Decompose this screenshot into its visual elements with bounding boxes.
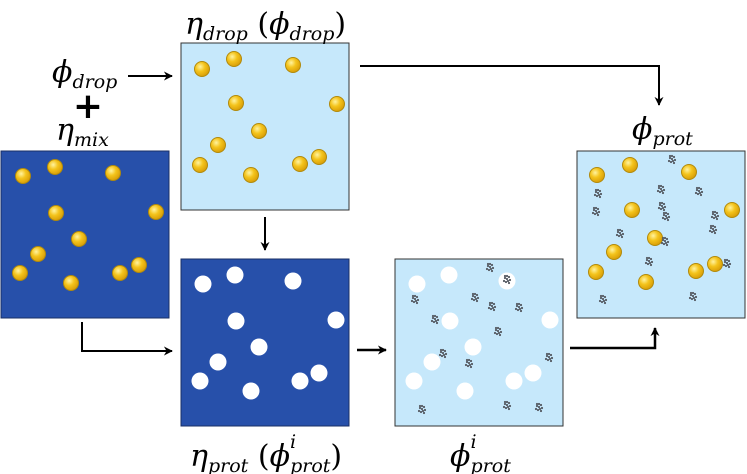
droplet-sphere (606, 244, 622, 260)
label-phi-prot: ϕprot (632, 112, 693, 150)
arrow-phi-prot-i-to-phi-prot (570, 327, 660, 350)
droplet-sphere (285, 57, 301, 73)
droplet-sphere (48, 205, 64, 221)
droplet-sphere (112, 265, 128, 281)
label-eta-mix: ηmix (56, 113, 109, 151)
protein-cluster (470, 292, 480, 303)
empty-void (310, 364, 328, 382)
empty-void (441, 312, 459, 330)
protein-cluster (661, 211, 671, 222)
droplet-sphere (30, 246, 46, 262)
droplet-sphere (724, 202, 740, 218)
protein-cluster (660, 236, 670, 247)
protein-cluster (485, 262, 495, 273)
arrow-eta-mix-to-eta-prot (81, 322, 173, 356)
droplet-sphere (192, 157, 208, 173)
empty-void (505, 372, 523, 390)
protein-cluster (644, 256, 654, 267)
protein-cluster (464, 358, 474, 369)
empty-void (226, 266, 244, 284)
droplet-sphere (329, 96, 345, 112)
protein-cluster (430, 314, 440, 325)
droplet-sphere (251, 123, 267, 139)
protein-cluster (487, 301, 497, 312)
protein-cluster (514, 302, 524, 313)
empty-void (250, 338, 268, 356)
protein-cluster (657, 201, 667, 212)
protein-cluster (722, 258, 732, 269)
empty-void (464, 338, 482, 356)
protein-cluster (656, 184, 666, 195)
droplet-sphere (228, 95, 244, 111)
protein-cluster (593, 188, 603, 199)
protein-cluster (502, 274, 512, 285)
droplet-sphere (311, 149, 327, 165)
droplet-sphere (226, 51, 242, 67)
droplet-sphere (647, 230, 663, 246)
empty-void (327, 311, 345, 329)
empty-void (408, 275, 426, 293)
empty-void (194, 275, 212, 293)
droplet-sphere (243, 167, 259, 183)
droplet-sphere (681, 164, 697, 180)
protein-cluster (694, 186, 704, 197)
droplet-sphere (71, 231, 87, 247)
protein-cluster (591, 206, 601, 217)
droplet-sphere (63, 275, 79, 291)
empty-void (541, 311, 559, 329)
empty-void (191, 372, 209, 390)
label-eta-drop: ηdrop (ϕdrop) (185, 7, 346, 45)
protein-cluster (410, 294, 420, 305)
droplet-sphere (622, 157, 638, 173)
empty-void (440, 266, 458, 284)
droplet-sphere (707, 256, 723, 272)
droplet-sphere (292, 156, 308, 172)
empty-void (405, 372, 423, 390)
droplet-sphere (638, 274, 654, 290)
protein-cluster (667, 154, 677, 165)
label-phi-drop: ϕdrop (52, 55, 117, 93)
protein-cluster (534, 402, 544, 413)
droplet-sphere (148, 204, 164, 220)
empty-void (227, 312, 245, 330)
droplet-sphere (588, 264, 604, 280)
empty-void (209, 353, 227, 371)
protein-cluster (438, 348, 448, 359)
empty-void (456, 382, 474, 400)
protein-cluster (598, 294, 608, 305)
droplet-sphere (624, 202, 640, 218)
protein-cluster (493, 326, 503, 337)
empty-void (524, 364, 542, 382)
protein-cluster (502, 400, 512, 411)
droplet-sphere (15, 168, 31, 184)
empty-void (284, 272, 302, 290)
protein-cluster (708, 224, 718, 235)
droplet-sphere (589, 167, 605, 183)
droplet-sphere (210, 137, 226, 153)
droplet-sphere (12, 265, 28, 281)
empty-void (291, 372, 309, 390)
protein-cluster (615, 228, 625, 239)
protein-cluster (688, 291, 698, 302)
droplet-sphere (105, 165, 121, 181)
label-plus: + (73, 86, 103, 127)
protein-cluster (710, 210, 720, 221)
droplet-sphere (131, 257, 147, 273)
protein-cluster (544, 352, 554, 363)
arrow-eta-drop-to-phi-prot (360, 65, 664, 106)
droplet-sphere (47, 159, 63, 175)
empty-void (423, 353, 441, 371)
droplet-sphere (688, 263, 704, 279)
protein-cluster (417, 404, 427, 415)
empty-void (242, 382, 260, 400)
droplet-sphere (194, 61, 210, 77)
